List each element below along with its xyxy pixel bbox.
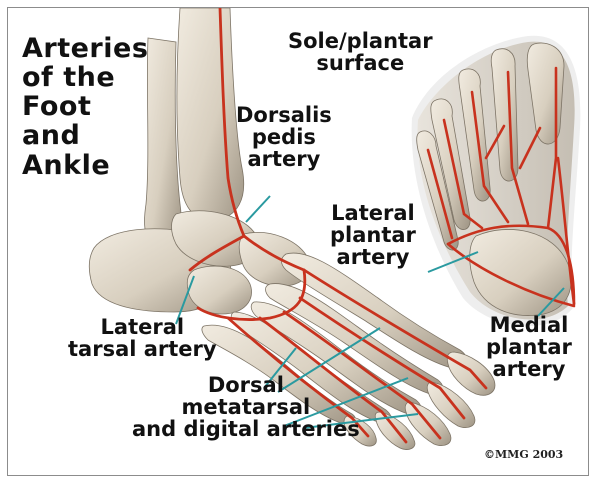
label-lateral-tarsal-artery: Lateral tarsal artery: [68, 316, 217, 360]
copyright-notice: ©MMG 2003: [484, 448, 563, 461]
label-sole-plantar-surface: Sole/plantar surface: [288, 30, 433, 74]
tibia: [177, 8, 244, 220]
label-dorsalis-pedis-artery: Dorsalis pedis artery: [236, 104, 332, 170]
label-dorsal-metatarsal-digital-arteries: Dorsal metatarsal and digital arteries: [132, 374, 360, 440]
label-lateral-plantar-artery: Lateral plantar artery: [330, 202, 416, 268]
figure-frame: Arteries of the Foot and Ankle Sole/plan…: [7, 7, 589, 476]
figure-title: Arteries of the Foot and Ankle: [22, 34, 148, 180]
label-medial-plantar-artery: Medial plantar artery: [486, 314, 572, 380]
sole-view: [412, 36, 581, 326]
leader-dorsalis-pedis: [246, 196, 270, 222]
